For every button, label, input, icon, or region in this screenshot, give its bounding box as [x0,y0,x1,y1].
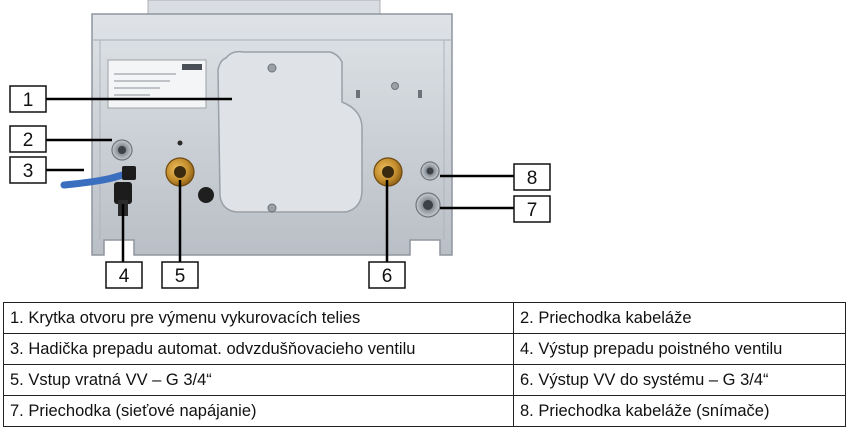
legend-item-6: 6. Výstup VV do systému – G 3/4“ [513,364,846,396]
callout-label-1: 1 [23,90,34,111]
callout-label-2: 2 [23,130,34,151]
legend-item-1: 1. Krytka otvoru pre výmenu vykurovacích… [3,302,514,334]
table-row: 7. Priechodka (sieťové napájanie) 8. Pri… [3,395,846,427]
sensor-hole [177,140,183,146]
callout-2: 2 [9,125,47,153]
table-row: 3. Hadička prepadu automat. odvzdušňovac… [3,333,846,365]
parts-legend-table: 1. Krytka otvoru pre výmenu vykurovacích… [3,302,846,427]
legend-item-7: 7. Priechodka (sieťové napájanie) [3,395,514,427]
heater-access-cover [217,50,363,213]
legend-item-3: 3. Hadička prepadu automat. odvzdušňovac… [3,333,514,365]
screw-icon [267,63,277,73]
legend-item-4: 4. Výstup prepadu poistného ventilu [513,333,846,365]
boiler-bottom-diagram: 1 2 3 4 5 6 7 8 [9,0,551,289]
callout-7: 7 [513,195,551,223]
top-flange [147,0,381,15]
vent-slot [418,90,422,98]
legend-item-2: 2. Priechodka kabeláže [513,302,846,334]
vent-slot [356,90,360,98]
leader-lines [46,97,514,262]
callout-3: 3 [9,156,47,184]
callout-label-4: 4 [119,266,130,287]
plug-icon [198,187,214,203]
callout-label-5: 5 [175,266,186,287]
callout-6: 6 [368,261,406,289]
table-row: 1. Krytka otvoru pre výmenu vykurovacích… [3,302,846,334]
callout-8: 8 [513,163,551,191]
callout-label-3: 3 [23,161,34,182]
callout-4: 4 [105,261,143,289]
overflow-outlet-icon [114,182,132,204]
callout-1: 1 [9,85,47,113]
drain-hose-icon [60,170,130,189]
legend-item-5: 5. Vstup vratná VV – G 3/4“ [3,364,514,396]
callout-5: 5 [161,261,199,289]
callout-label-6: 6 [382,266,393,287]
legend-item-8: 8. Priechodka kabeláže (snímače) [513,395,846,427]
screw-icon [391,82,399,90]
rating-plate-logo [182,64,202,70]
table-row: 5. Vstup vratná VV – G 3/4“ 6. Výstup VV… [3,364,846,396]
screw-icon [267,203,277,213]
callout-label-8: 8 [527,168,538,189]
callout-label-7: 7 [527,200,538,221]
